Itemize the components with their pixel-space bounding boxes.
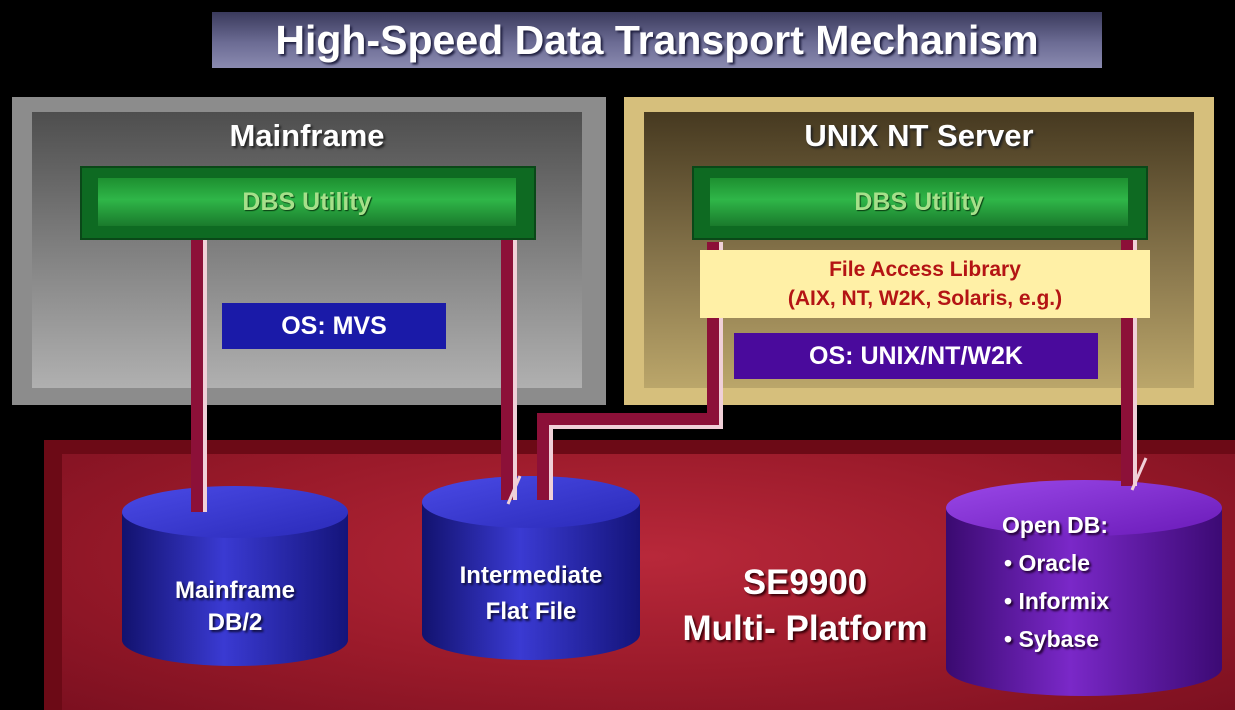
arrow-mainframe-to-flatfile: [501, 238, 522, 505]
page-title: High-Speed Data Transport Mechanism: [275, 17, 1039, 63]
flat-file-cylinder: [422, 476, 640, 660]
platform-name: SE9900: [742, 563, 868, 602]
open-db-item-oracle: • Oracle: [1004, 550, 1091, 576]
unix-dbs-utility: DBS Utility: [710, 178, 1128, 226]
mainframe-db-label-line2: DB/2: [207, 609, 263, 636]
open-db-item-sybase: • Sybase: [1004, 626, 1099, 652]
mainframe-db-label-line1: Mainframe: [174, 577, 296, 604]
flat-file-label-line1: Intermediate: [459, 562, 603, 589]
file-access-library-title: File Access Library: [829, 258, 1021, 281]
unix-os-badge: OS: UNIX/NT/W2K: [734, 333, 1098, 379]
mainframe-title: Mainframe: [229, 118, 385, 153]
file-access-library-box: [700, 250, 1150, 318]
mainframe-os-badge: OS: MVS: [222, 303, 446, 349]
flat-file-label-line2: Flat File: [485, 598, 577, 625]
title-background: [212, 12, 1102, 68]
file-access-library-platforms: (AIX, NT, W2K, Solaris, e.g.): [787, 287, 1063, 310]
open-db-title: Open DB:: [1002, 512, 1109, 538]
mainframe-dbs-utility: DBS Utility: [98, 178, 516, 226]
arrow-mainframe-to-db2: [191, 238, 207, 512]
unix-title: UNIX NT Server: [804, 118, 1034, 153]
open-db-item-informix: • Informix: [1004, 588, 1110, 614]
mainframe-db-cylinder: [122, 486, 348, 666]
platform-subtitle: Multi- Platform: [682, 609, 928, 648]
arrow-unix-to-flatfile: [537, 242, 723, 500]
open-db-cylinder: [946, 480, 1222, 696]
